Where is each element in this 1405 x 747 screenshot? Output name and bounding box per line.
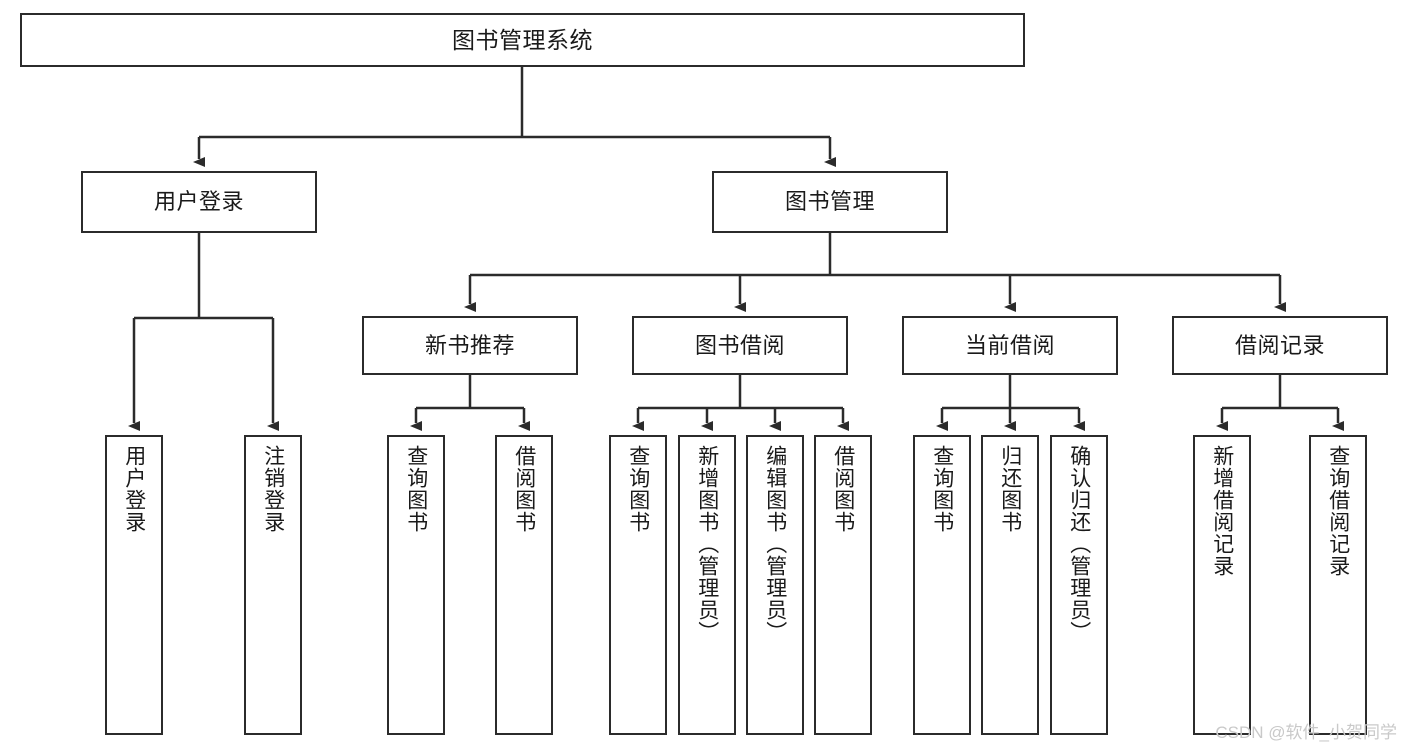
node-label: 查询图书 (626, 445, 650, 533)
node-leaf-add-borrow-record[interactable]: 新增借阅记录 (1193, 435, 1251, 735)
node-label: 借阅图书 (512, 445, 536, 533)
node-label: 编辑图书（管理员） (763, 445, 787, 643)
node-new-book-recommendation[interactable]: 新书推荐 (362, 316, 578, 375)
node-label: 借阅图书 (831, 445, 855, 533)
node-label: 确认归还（管理员） (1067, 445, 1091, 643)
node-label: 注销登录 (261, 445, 285, 533)
node-label: 图书管理 (784, 189, 875, 215)
node-label: 图书借阅 (694, 332, 785, 358)
node-leaf-confirm-return-admin[interactable]: 确认归还（管理员） (1050, 435, 1108, 735)
node-current-borrowing[interactable]: 当前借阅 (902, 316, 1118, 375)
node-leaf-return-books[interactable]: 归还图书 (981, 435, 1039, 735)
node-leaf-borrow-books[interactable]: 借阅图书 (814, 435, 872, 735)
node-label: 查询借阅记录 (1326, 445, 1350, 577)
node-label: 新增借阅记录 (1210, 445, 1234, 577)
node-label: 查询图书 (404, 445, 428, 533)
node-leaf-query-borrow-record[interactable]: 查询借阅记录 (1309, 435, 1367, 735)
node-leaf-query-books-borrow[interactable]: 查询图书 (609, 435, 667, 735)
node-book-borrowing[interactable]: 图书借阅 (632, 316, 848, 375)
node-root-book-management-system[interactable]: 图书管理系统 (20, 13, 1025, 67)
node-borrowing-records[interactable]: 借阅记录 (1172, 316, 1388, 375)
node-label: 用户登录 (122, 445, 146, 533)
node-label: 查询图书 (930, 445, 954, 533)
node-leaf-query-books-new[interactable]: 查询图书 (387, 435, 445, 735)
node-label: 新增图书（管理员） (695, 445, 719, 643)
node-leaf-user-login[interactable]: 用户登录 (105, 435, 163, 735)
node-leaf-logout[interactable]: 注销登录 (244, 435, 302, 735)
node-leaf-edit-book-admin[interactable]: 编辑图书（管理员） (746, 435, 804, 735)
node-label: 用户登录 (153, 189, 244, 215)
node-leaf-query-books-current[interactable]: 查询图书 (913, 435, 971, 735)
node-label: 借阅记录 (1234, 332, 1325, 358)
node-label: 新书推荐 (424, 332, 515, 358)
node-leaf-add-book-admin[interactable]: 新增图书（管理员） (678, 435, 736, 735)
node-user-login[interactable]: 用户登录 (81, 171, 317, 233)
node-book-management[interactable]: 图书管理 (712, 171, 948, 233)
node-leaf-borrow-books-new[interactable]: 借阅图书 (495, 435, 553, 735)
watermark: CSDN @软件_小贺同学 (1215, 723, 1397, 742)
node-label: 图书管理系统 (452, 26, 593, 53)
node-label: 归还图书 (998, 445, 1022, 533)
node-label: 当前借阅 (964, 332, 1055, 358)
